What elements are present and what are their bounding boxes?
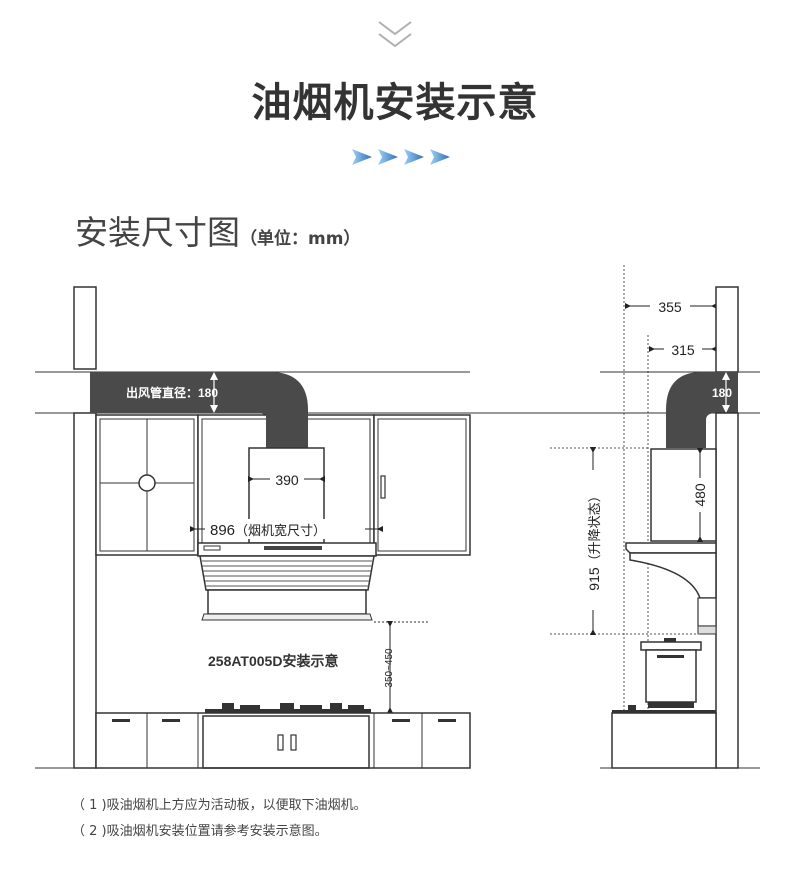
cabinet-handle [380, 475, 386, 499]
side-base-cabinet [611, 712, 717, 769]
side-stove [611, 702, 717, 769]
cabinet-knob [138, 474, 156, 492]
note-1: （ 1 )吸油烟机上方应为活动板，以便取下油烟机。 [72, 798, 367, 813]
section-title: 安装尺寸图（单位：mm） [75, 206, 360, 254]
model-label: 258AT005D安装示意 [208, 653, 338, 669]
upper-cabinet-right [373, 414, 471, 556]
exhaust-duct [90, 372, 308, 448]
chimney-width-dim: 390 [275, 472, 299, 488]
triangle-arrows-icon [352, 149, 450, 165]
side-chimney-dim: 480 [692, 483, 708, 507]
side-wall-post [715, 412, 739, 769]
cooking-pot [640, 638, 702, 703]
hood-width-value: 896 [210, 522, 235, 539]
side-total-height-dim: 915（升降状态） [586, 489, 602, 590]
page-title: 油烟机安装示意 [251, 80, 539, 126]
section-title-text: 安装尺寸图 [75, 213, 240, 252]
side-top-dim: 355 [658, 299, 682, 315]
hood-width-dim: 896（烟机宽尺寸） [210, 522, 326, 539]
side-total-text: （升降状态） [587, 489, 602, 567]
double-chevron-down-icon [378, 21, 412, 48]
wall-post-top [73, 286, 97, 370]
side-duct-dim: 180 [712, 386, 732, 400]
hood-lift-panel [207, 589, 367, 615]
hood-grille [199, 555, 375, 591]
stove-gap-dim: 350~450 [384, 648, 395, 688]
wall-post-left [73, 412, 97, 769]
hood-width-text: （烟机宽尺寸） [235, 523, 326, 538]
side-hood-body [625, 542, 717, 635]
duct-diameter-label: 出风管直径：180 [126, 385, 218, 400]
side-wall-post-top [715, 286, 739, 373]
side-exhaust-duct [666, 372, 738, 448]
gas-stove [205, 703, 371, 713]
installation-diagram: 出风管直径：180 390 896（烟机宽尺寸） 350~450 258AT00… [35, 265, 760, 769]
side-inner-dim: 315 [671, 342, 695, 358]
note-2: （ 2 )吸油烟机安装位置请参考安装示意图。 [72, 824, 328, 839]
unit-label: （单位：mm） [240, 229, 361, 249]
side-total-value: 915 [586, 567, 602, 591]
lower-cabinets [95, 712, 471, 769]
